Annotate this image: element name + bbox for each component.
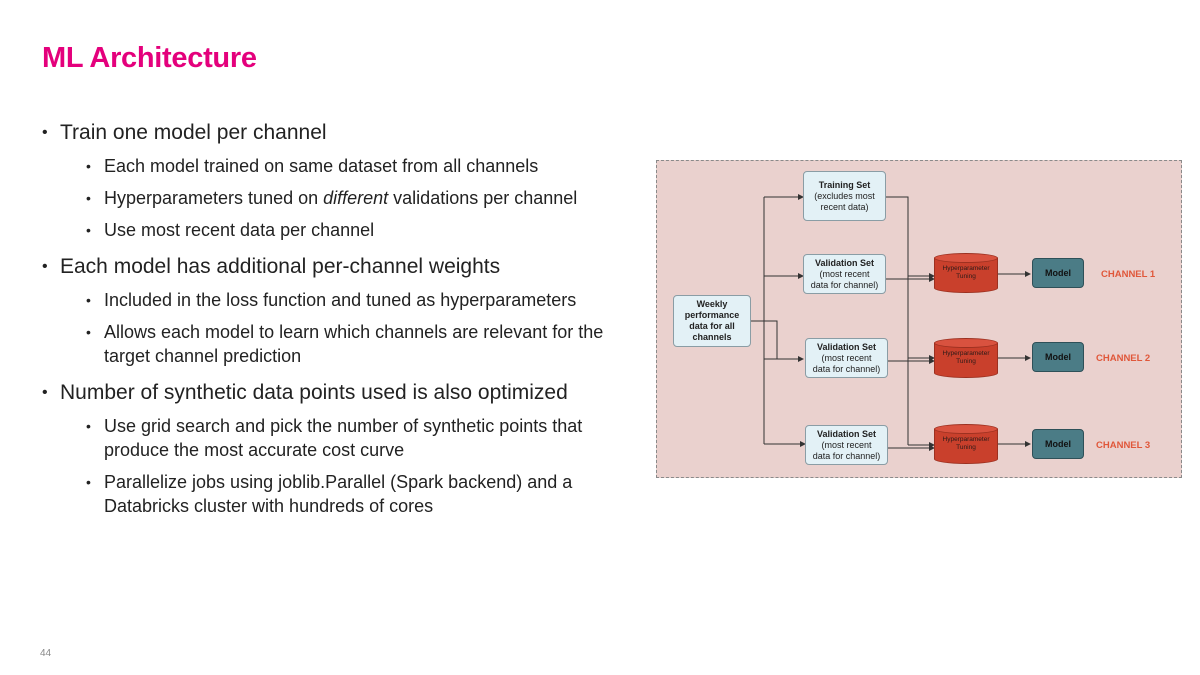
tuning-line: Tuning <box>956 444 976 451</box>
sub-bullet-item: • Each model trained on same dataset fro… <box>42 154 642 178</box>
node-line: data for channel) <box>812 363 881 374</box>
bullet-dot: • <box>86 190 91 206</box>
sub-bullet-text: Allows each model to learn which channel… <box>104 322 604 366</box>
model-node: Model <box>1032 342 1084 372</box>
bullet-dot: • <box>86 324 91 340</box>
bullet-dot: • <box>42 258 48 275</box>
training-set-node: Training Set (excludes most recent data) <box>803 171 886 221</box>
source-line: Weekly <box>696 299 728 309</box>
sub-bullet-item: • Allows each model to learn which chann… <box>42 320 642 368</box>
bullet-dot: • <box>86 418 91 434</box>
node-line: data for channel) <box>810 279 879 290</box>
node-line: (most recent <box>819 268 870 279</box>
sub-bullet-text-before: Hyperparameters tuned on <box>104 188 324 208</box>
sub-bullet-item: • Included in the loss function and tune… <box>42 288 642 312</box>
node-line: recent data) <box>820 201 869 212</box>
bullet-dot: • <box>86 222 91 238</box>
slide-title: ML Architecture <box>42 42 257 74</box>
page-number: 44 <box>40 648 52 659</box>
bullet-text: Number of synthetic data points used is … <box>60 381 568 404</box>
tuning-line: Hyperparameter <box>942 265 990 272</box>
validation-set-node: Validation Set (most recent data for cha… <box>805 338 888 378</box>
node-line: data for channel) <box>812 450 881 461</box>
sub-bullet-item: • Use grid search and pick the number of… <box>42 414 642 462</box>
sub-bullet-text: Parallelize jobs using joblib.Parallel (… <box>104 472 573 516</box>
source-data-node: Weekly performance data for all channels <box>673 295 751 347</box>
bullet-item: • Each model has additional per-channel … <box>42 254 642 280</box>
connector-line <box>751 320 778 359</box>
source-line: data for all <box>689 321 735 331</box>
sub-bullet-text: Each model trained on same dataset from … <box>104 156 539 176</box>
node-line: (excludes most <box>814 190 875 201</box>
bullet-dot: • <box>86 292 91 308</box>
source-line: channels <box>692 332 732 342</box>
sub-bullet-text: Use most recent data per channel <box>104 220 375 240</box>
node-title: Validation Set <box>816 428 876 439</box>
source-line: performance <box>684 310 740 320</box>
sub-bullet-text: Included in the loss function and tuned … <box>104 290 577 310</box>
tuning-line: Hyperparameter <box>942 436 990 443</box>
bullet-dot: • <box>42 384 48 401</box>
node-title: Training Set <box>818 179 871 190</box>
channel-label: CHANNEL 3 <box>1096 440 1151 451</box>
channel-label: CHANNEL 1 <box>1101 269 1156 280</box>
tuning-line: Hyperparameter <box>942 350 990 357</box>
bullet-item: • Train one model per channel <box>42 120 642 146</box>
sub-bullet-emphasis: different <box>323 188 389 208</box>
tuning-line: Tuning <box>956 273 976 280</box>
bullet-dot: • <box>86 474 91 490</box>
sub-bullet-item: • Parallelize jobs using joblib.Parallel… <box>42 470 642 518</box>
tuning-line: Tuning <box>956 358 976 365</box>
model-node: Model <box>1032 429 1084 459</box>
validation-set-node: Validation Set (most recent data for cha… <box>803 254 886 294</box>
bullet-text: Train one model per channel <box>60 121 327 144</box>
channel-label: CHANNEL 2 <box>1096 353 1151 364</box>
sub-bullet-text-after: validations per channel <box>388 188 578 208</box>
bullet-item: • Number of synthetic data points used i… <box>42 380 642 406</box>
node-line: (most recent <box>821 439 872 450</box>
bullet-dot: • <box>42 124 48 141</box>
sub-bullet-item: • Use most recent data per channel <box>42 218 642 242</box>
bullet-list: • Train one model per channel • Each mod… <box>42 120 642 526</box>
node-line: (most recent <box>821 352 872 363</box>
sub-bullet-item: • Hyperparameters tuned on different val… <box>42 186 642 210</box>
validation-set-node: Validation Set (most recent data for cha… <box>805 425 888 465</box>
node-title: Validation Set <box>816 341 876 352</box>
bullet-dot: • <box>86 158 91 174</box>
bullet-text: Each model has additional per-channel we… <box>60 255 501 278</box>
model-node: Model <box>1032 258 1084 288</box>
node-title: Validation Set <box>814 257 874 268</box>
sub-bullet-text: Use grid search and pick the number of s… <box>104 416 583 460</box>
connector-line <box>886 196 909 445</box>
diagram-connectors <box>751 194 1031 451</box>
architecture-diagram: Weekly performance data for all channels… <box>656 160 1182 478</box>
